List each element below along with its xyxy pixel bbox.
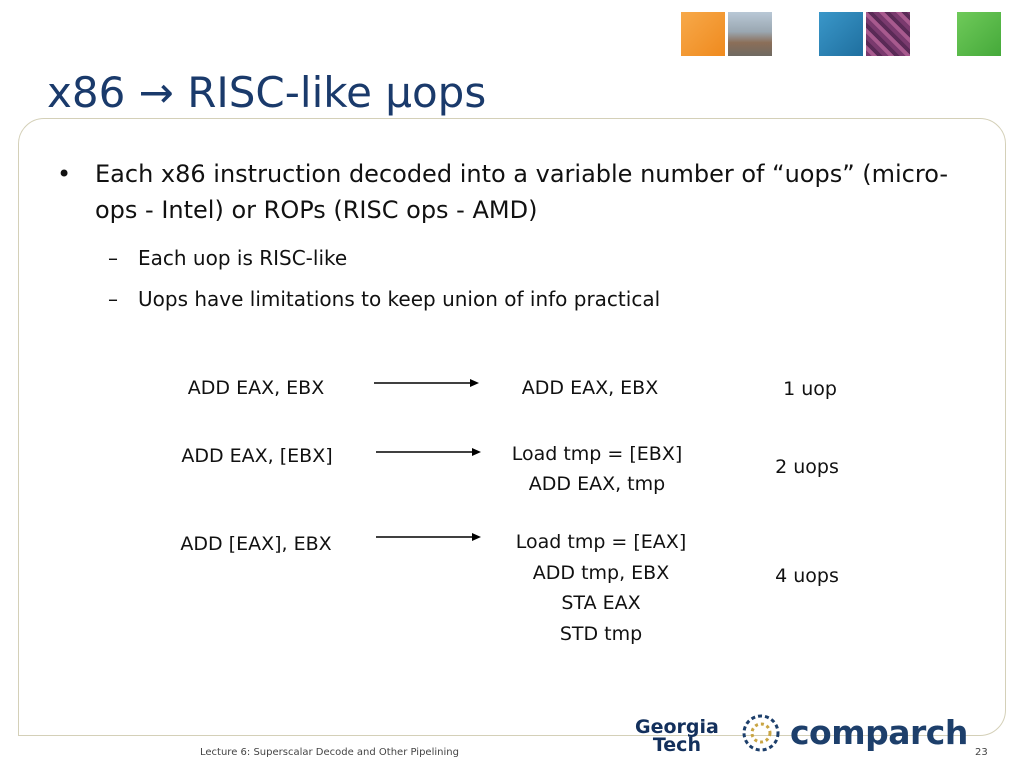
- uop-line: Load tmp = [EBX]: [511, 443, 683, 465]
- uop-count: 1 uop: [783, 378, 837, 400]
- slide-title: x86 → RISC-like μops: [47, 68, 487, 117]
- decor-tile-building-photo: [728, 12, 772, 56]
- gt-logo-line2: Tech: [652, 734, 701, 756]
- arrow-icon: [374, 379, 479, 387]
- uop-count: 4 uops: [775, 565, 839, 587]
- gt-logo-line1: Georgia: [635, 716, 719, 738]
- x86-instruction: ADD EAX, [EBX]: [181, 445, 333, 467]
- x86-instruction: ADD [EAX], EBX: [180, 533, 332, 555]
- decor-tile-blue: [819, 12, 863, 56]
- content-frame: [18, 118, 1006, 736]
- sub-bullet-dash: –: [108, 287, 118, 311]
- decor-tile-chip-photo: [866, 12, 910, 56]
- sub-bullet-dash: –: [108, 246, 118, 270]
- sub-bullet-text: Uops have limitations to keep union of i…: [138, 287, 661, 311]
- decor-tile-green: [957, 12, 1001, 56]
- georgia-tech-logo: Georgia Tech: [635, 716, 719, 756]
- comparch-logo: comparch: [790, 713, 968, 752]
- footer-lecture: Lecture 6: Superscalar Decode and Other …: [200, 747, 459, 758]
- uop-line: STA EAX: [561, 592, 641, 614]
- arrow-icon: [376, 533, 481, 541]
- decor-tile-orange: [681, 12, 725, 56]
- uop-count: 2 uops: [775, 456, 839, 478]
- uop-line: ADD tmp, EBX: [532, 562, 670, 584]
- main-bullet-text: Each x86 instruction decoded into a vari…: [95, 160, 948, 224]
- arrow-icon: [376, 448, 481, 456]
- page-number: 23: [975, 747, 988, 758]
- gt-emblem-icon: [742, 714, 780, 752]
- uop-line: ADD EAX, tmp: [528, 473, 666, 495]
- uop-line: Load tmp = [EAX]: [515, 531, 687, 553]
- sub-bullet-text: Each uop is RISC-like: [138, 246, 348, 270]
- bullet-dot: •: [57, 160, 72, 188]
- x86-instruction: ADD EAX, EBX: [187, 377, 325, 399]
- uop-line: ADD EAX, EBX: [521, 377, 659, 399]
- uop-line: STD tmp: [559, 623, 643, 645]
